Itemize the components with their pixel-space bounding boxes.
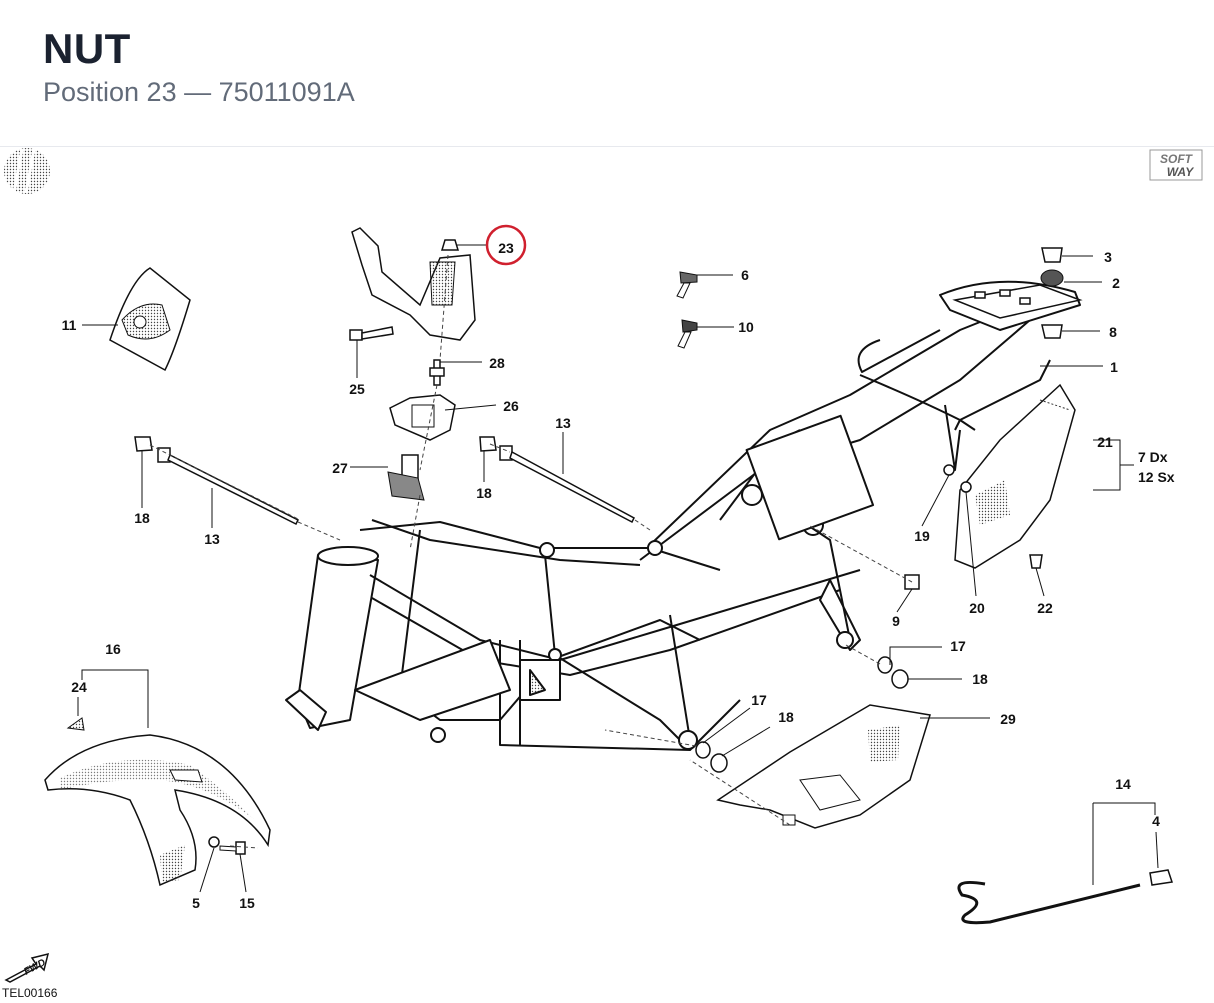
part-27-sensor	[387, 454, 425, 501]
callout-29[interactable]: 29	[1000, 711, 1016, 727]
part-18-plug-right	[891, 669, 909, 689]
callout-1[interactable]: 1	[1110, 359, 1118, 375]
part-20-grommet	[960, 481, 972, 493]
part-18-plug-lower	[710, 753, 728, 773]
highlight-circle	[485, 224, 527, 266]
callout-4[interactable]: 4	[1152, 813, 1160, 829]
callout-5[interactable]: 5	[192, 895, 200, 911]
forward-arrow-icon: FWD	[4, 952, 50, 983]
part-23-nut-bracket	[351, 227, 476, 341]
callout-17-right[interactable]: 17	[950, 638, 966, 654]
assembly-guide-lines	[149, 254, 913, 849]
callout-13-right[interactable]: 13	[555, 415, 571, 431]
callout-12sx[interactable]: 12 Sx	[1138, 469, 1175, 485]
callout-11[interactable]: 11	[62, 317, 77, 333]
part-2-grommet	[1040, 269, 1064, 287]
part-5-washer	[208, 836, 220, 848]
part-29-cover	[716, 704, 931, 829]
part-19-screw	[943, 464, 955, 476]
side-panel-21	[954, 383, 1076, 569]
drawing-code: TEL00166	[2, 986, 58, 1000]
callout-15[interactable]: 15	[239, 895, 255, 911]
callout-20[interactable]: 20	[969, 600, 985, 616]
exploded-parts-diagram: SOFT WAY FWD	[0, 147, 1214, 1003]
ducati-logo	[4, 148, 50, 194]
part-14-cable	[957, 869, 1173, 925]
part-13-bolt-left	[157, 447, 300, 526]
part-17-washer-right	[877, 656, 893, 674]
callout-16[interactable]: 16	[105, 641, 121, 657]
callout-26[interactable]: 26	[503, 398, 519, 414]
callout-9[interactable]: 9	[892, 613, 900, 629]
fwd-label: FWD	[22, 957, 47, 977]
callout-27[interactable]: 27	[332, 460, 348, 476]
callout-2[interactable]: 2	[1112, 275, 1120, 291]
callout-7dx[interactable]: 7 Dx	[1138, 449, 1168, 465]
callout-18-mid[interactable]: 18	[476, 485, 492, 501]
callout-10[interactable]: 10	[738, 319, 754, 335]
part-8-cap	[1041, 324, 1063, 339]
callout-25[interactable]: 25	[349, 381, 365, 397]
part-22-screw	[1029, 554, 1043, 569]
part-17-washer-lower	[695, 741, 711, 759]
callout-18-lower[interactable]: 18	[778, 709, 794, 725]
callout-22[interactable]: 22	[1037, 600, 1053, 616]
page-title: NUT	[43, 25, 131, 72]
part-11-bracket	[109, 267, 191, 372]
part-16-front-fender	[44, 734, 271, 887]
callout-3[interactable]: 3	[1104, 249, 1112, 265]
part-6-screw	[676, 271, 698, 299]
part-13-bolt-right	[499, 445, 635, 524]
part-3-cap	[1041, 247, 1063, 263]
part-18-plug-mid	[479, 436, 497, 452]
callout-18-left[interactable]: 18	[134, 510, 150, 526]
callout-6[interactable]: 6	[741, 267, 749, 283]
callout-24[interactable]: 24	[71, 679, 87, 695]
part-26-plate	[389, 394, 456, 441]
callout-labels: 23 6 10 3 2 8 1 21 7 Dx 12 Sx 11 25 28 2…	[62, 240, 1175, 911]
callout-21[interactable]: 21	[1097, 434, 1113, 450]
callout-8[interactable]: 8	[1109, 324, 1117, 340]
svg-text:WAY: WAY	[1167, 165, 1194, 179]
callout-14[interactable]: 14	[1115, 776, 1131, 792]
callout-19[interactable]: 19	[914, 528, 930, 544]
part-subtitle: Position 23 — 75011091A	[43, 77, 355, 107]
softway-logo: SOFT WAY	[1149, 149, 1203, 181]
part-18-plug-left	[134, 436, 153, 452]
rear-subframe-bracket	[952, 284, 1083, 319]
callout-23[interactable]: 23	[498, 240, 514, 256]
callout-28[interactable]: 28	[489, 355, 505, 371]
part-24-clip	[66, 717, 85, 731]
part-28-stud	[429, 359, 445, 386]
svg-text:SOFT: SOFT	[1160, 152, 1194, 166]
page-header: NUT Position 23 — 75011091A	[0, 0, 1214, 147]
part-25-bolt	[349, 326, 394, 341]
callout-13-left[interactable]: 13	[204, 531, 220, 547]
part-10-screw	[677, 319, 698, 349]
leader-lines	[77, 244, 1159, 893]
callout-17-lower[interactable]: 17	[751, 692, 767, 708]
callout-18-right[interactable]: 18	[972, 671, 988, 687]
part-15-bolt	[219, 841, 246, 855]
